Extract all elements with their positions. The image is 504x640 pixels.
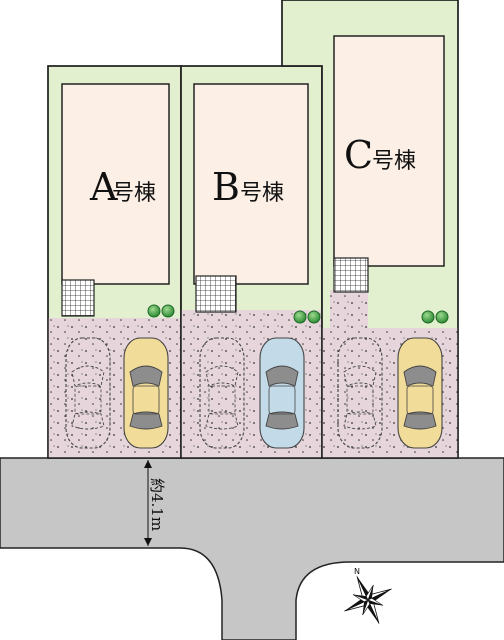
building-c-letter: C <box>344 133 373 177</box>
car-icon <box>123 337 169 449</box>
trees <box>147 304 449 324</box>
car-icon <box>199 337 245 449</box>
tree-icon <box>307 310 321 324</box>
car-icon <box>337 337 383 449</box>
car-icon <box>65 337 111 449</box>
compass-icon <box>344 576 392 624</box>
building-a-suffix: 号棟 <box>112 181 156 206</box>
building-b: B 号棟 <box>193 83 309 313</box>
cars <box>65 337 443 449</box>
road <box>0 457 504 640</box>
tree-icon <box>293 310 307 324</box>
tree-icon <box>161 304 175 318</box>
building-a: A 号棟 <box>61 83 170 317</box>
compass-rose: N <box>344 567 392 624</box>
north-label: N <box>354 567 360 576</box>
car-icon <box>397 337 443 449</box>
tree-icon <box>147 304 161 318</box>
car-icon <box>259 337 305 449</box>
building-b-letter: B <box>212 165 240 209</box>
tree-icon <box>421 310 435 324</box>
road-width-label: 約4.1m <box>148 478 166 531</box>
building-c-suffix: 号棟 <box>372 149 416 174</box>
building-c: C 号棟 <box>333 35 445 293</box>
building-a-letter: A <box>89 165 118 209</box>
road-width-dimension: 約4.1m <box>144 460 166 546</box>
building-b-suffix: 号棟 <box>240 181 284 206</box>
tree-icon <box>435 310 449 324</box>
